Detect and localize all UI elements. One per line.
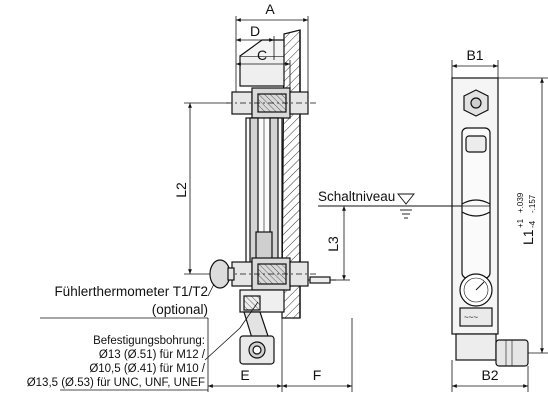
dim-B1: B1 (466, 47, 483, 63)
dim-L1-group: L1 +1 -4 +.039 -.157 (516, 192, 537, 245)
side-dimensions (184, 16, 353, 392)
switch-level-marker (318, 193, 462, 219)
dim-L1-inch-upper: +.039 (516, 192, 525, 213)
bore-label-line3: Ø10,5 (Ø.41) für M10 / (89, 363, 205, 375)
front-dimensions (451, 60, 548, 392)
dim-L1-tol-upper: +1 (516, 218, 525, 228)
switch-level-label: Schaltniveau (318, 189, 395, 204)
dim-F: F (313, 367, 322, 383)
dim-L1-inch-lower: -.157 (528, 194, 537, 213)
dim-E: E (240, 367, 249, 383)
dim-A: A (265, 1, 275, 17)
dim-L3: L3 (325, 236, 341, 252)
dim-L1: L1 (520, 229, 536, 245)
dim-L1-tol-lower: -4 (528, 220, 537, 228)
svg-text:~~~: ~~~ (464, 313, 478, 322)
dim-L2: L2 (173, 182, 189, 198)
dim-D: D (250, 23, 260, 39)
dim-C: C (257, 47, 267, 63)
bore-label-line4: Ø13,5 (Ø.53) für UNC, UNF, UNEF (27, 377, 205, 389)
bore-label-line1: Befestigungsbohrung: (93, 335, 205, 347)
thermometer-label-line2: (optional) (152, 302, 208, 317)
level-triangle-icon (397, 193, 415, 205)
float (255, 231, 273, 261)
bore-label-line2: Ø13 (Ø.51) für M12 / (99, 349, 206, 361)
dim-B2: B2 (481, 367, 498, 383)
thermometer-label-line1: Fühlerthermometer T1/T2 (54, 284, 208, 299)
thermometer-knob (209, 259, 231, 289)
side-section-view (209, 29, 336, 365)
